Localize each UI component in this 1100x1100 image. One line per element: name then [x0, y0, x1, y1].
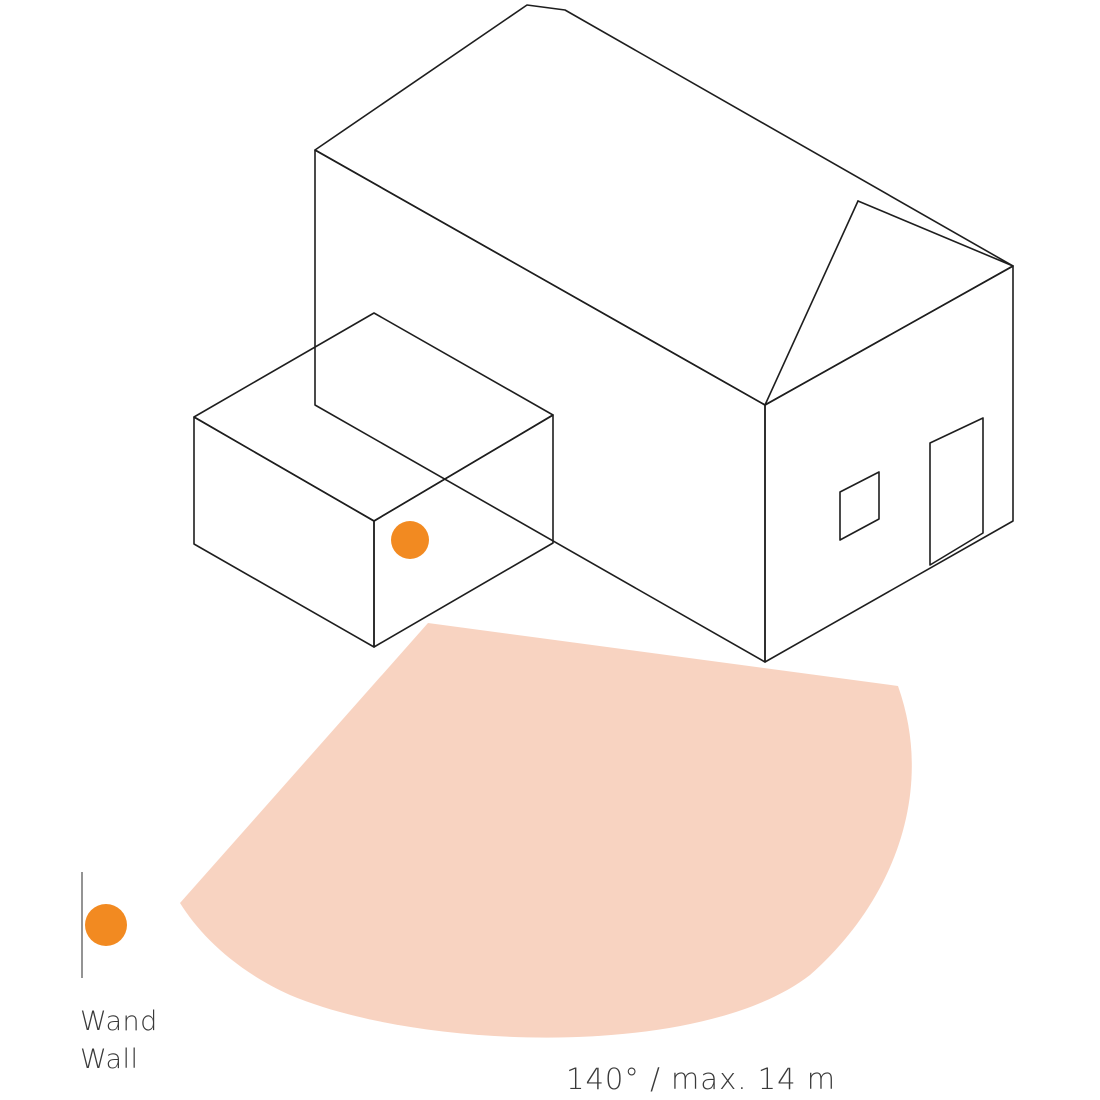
annex-front-wall: [193, 416, 375, 648]
house-ridge-to-eave: [857, 200, 1014, 267]
house-door: [929, 417, 984, 566]
wall-label-german: Wand: [80, 1006, 158, 1037]
annex-building: [193, 312, 554, 648]
wall-label-english: Wall: [80, 1044, 139, 1075]
detection-zone: [180, 623, 912, 1038]
annex-side-wall: [373, 414, 554, 648]
sensor-on-building-icon: [391, 521, 429, 559]
sensor-top-view-icon: [85, 904, 127, 946]
house-roof: [314, 4, 1014, 406]
house: [314, 4, 1014, 663]
house-gable-roof-edge: [764, 200, 859, 406]
house-front-wall: [314, 149, 766, 663]
annex-top: [193, 312, 554, 522]
coverage-spec-label: 140° / max. 14 m: [566, 1062, 837, 1096]
house-gable-wall: [764, 265, 1014, 663]
house-window: [839, 471, 880, 541]
